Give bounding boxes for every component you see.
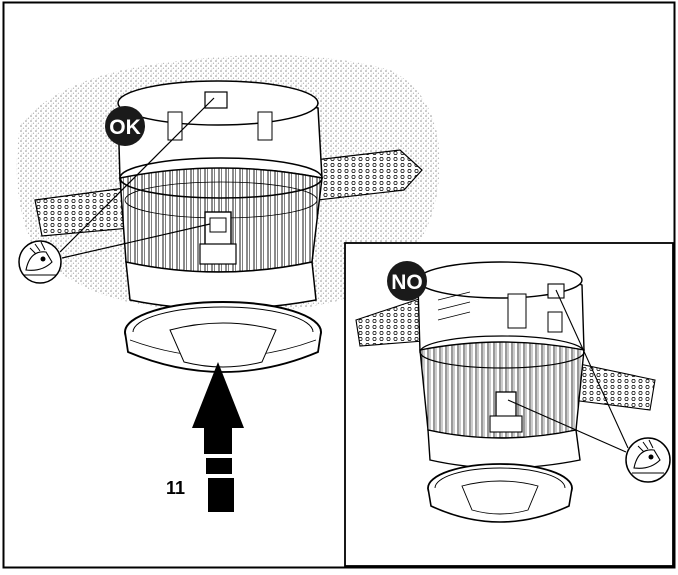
- step-number: 11: [166, 478, 185, 498]
- inset-eye-inspection-icon: [625, 437, 671, 483]
- top-latch: [204, 91, 228, 109]
- upward-arrow: [192, 362, 244, 512]
- lens: [169, 322, 277, 368]
- ok-badge: OK: [105, 106, 145, 146]
- clip-slot-right: [257, 111, 273, 141]
- inset-leader-top: [555, 289, 629, 449]
- no-badge: NO: [387, 261, 427, 301]
- ok-badge-label: OK: [109, 116, 141, 139]
- main-panel: 11 OK: [16, 55, 441, 512]
- eye-inspection-icon: [18, 240, 62, 284]
- inset-spring-clip: [495, 391, 517, 419]
- inset-leader-clip: [507, 399, 627, 453]
- inset-panel: NO: [344, 242, 674, 567]
- no-badge-label: NO: [391, 271, 423, 294]
- leader-line-clip: [61, 223, 211, 259]
- clip-slot-left: [167, 111, 183, 141]
- leader-line-top: [59, 97, 215, 253]
